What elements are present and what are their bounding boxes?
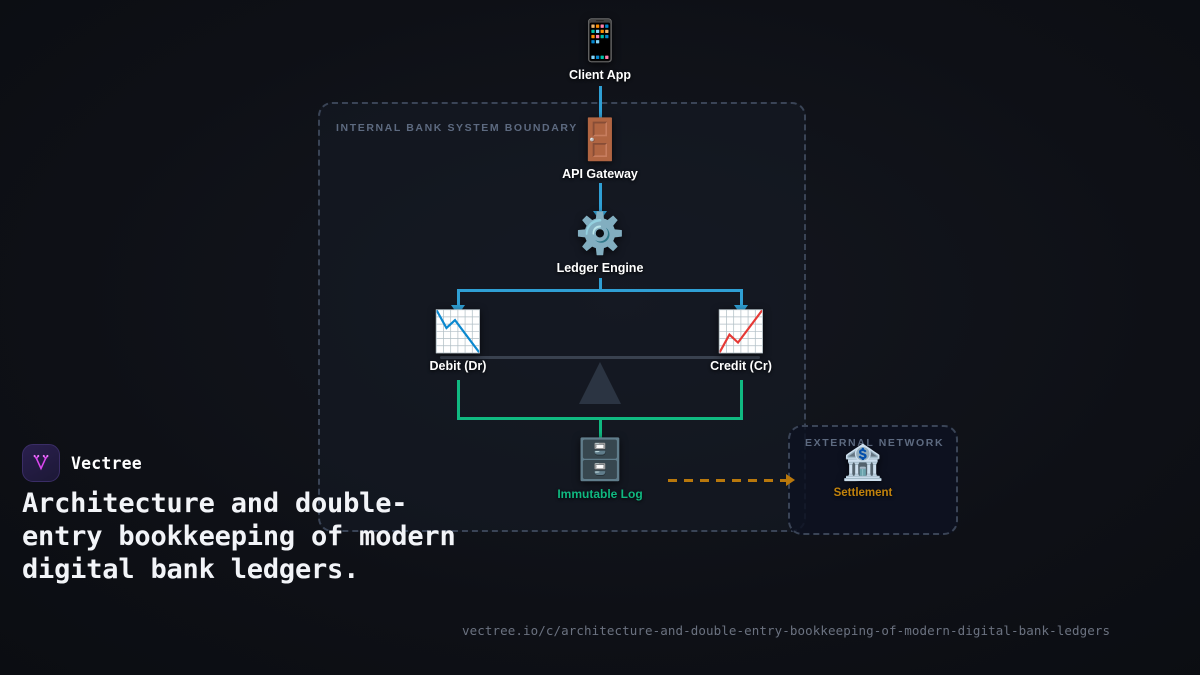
gear-icon: ⚙️	[575, 212, 625, 256]
node-label-client-app: Client App	[568, 68, 632, 82]
brand[interactable]: Vectree	[22, 444, 142, 482]
balance-beam	[440, 356, 760, 359]
connector-engine-stem	[598, 278, 602, 292]
connector-credit-down	[739, 380, 743, 420]
arrowhead-engine	[593, 211, 607, 221]
vectree-logo-icon	[22, 444, 60, 482]
node-label-ledger-engine: Ledger Engine	[556, 261, 644, 275]
connector-client-to-gateway	[598, 86, 602, 120]
node-immutable-log[interactable]: 🗄️ Immutable Log	[520, 437, 680, 501]
internal-bank-system-boundary	[318, 102, 806, 532]
mobile-phone-icon: 📱	[575, 19, 625, 63]
arrowhead-gateway	[593, 118, 607, 128]
node-client-app[interactable]: 📱 Client App	[520, 18, 680, 82]
balance-fulcrum-icon	[579, 362, 621, 404]
connector-gateway-to-engine	[598, 183, 602, 215]
node-credit[interactable]: 📈 Credit (Cr)	[661, 309, 821, 373]
bank-icon: 🏦	[841, 444, 885, 482]
node-debit[interactable]: 📉 Debit (Dr)	[378, 309, 538, 373]
chart-decreasing-icon: 📉	[433, 310, 483, 354]
footer-url: vectree.io/c/architecture-and-double-ent…	[462, 623, 1111, 638]
connector-engine-to-credit	[739, 289, 743, 309]
arrowhead-settlement	[786, 474, 795, 486]
node-label-debit: Debit (Dr)	[429, 359, 487, 373]
chart-increasing-icon: 📈	[716, 310, 766, 354]
door-icon: 🚪	[575, 118, 625, 162]
node-label-immutable-log: Immutable Log	[557, 487, 643, 501]
node-label-settlement: Settlement	[833, 487, 893, 499]
file-cabinet-icon: 🗄️	[575, 438, 625, 482]
node-label-api-gateway: API Gateway	[562, 167, 638, 181]
node-api-gateway[interactable]: 🚪 API Gateway	[520, 117, 680, 181]
arrowhead-credit	[734, 305, 748, 315]
internal-boundary-label: INTERNAL BANK SYSTEM BOUNDARY	[336, 122, 578, 134]
connector-engine-to-debit	[456, 289, 460, 309]
connector-log-to-settlement	[668, 479, 786, 482]
node-settlement[interactable]: 🏦 Settlement	[783, 443, 943, 499]
external-boundary-label: EXTERNAL NETWORK	[805, 437, 945, 449]
arrowhead-debit	[451, 305, 465, 315]
connector-engine-split-bar	[458, 289, 742, 292]
connector-ledger-to-log	[598, 417, 602, 441]
node-label-credit: Credit (Cr)	[710, 359, 772, 373]
brand-name: Vectree	[71, 453, 142, 473]
node-ledger-engine[interactable]: ⚙️ Ledger Engine	[520, 211, 680, 275]
page-title: Architecture and double-entry bookkeepin…	[22, 488, 456, 585]
connector-debit-down	[456, 380, 460, 420]
